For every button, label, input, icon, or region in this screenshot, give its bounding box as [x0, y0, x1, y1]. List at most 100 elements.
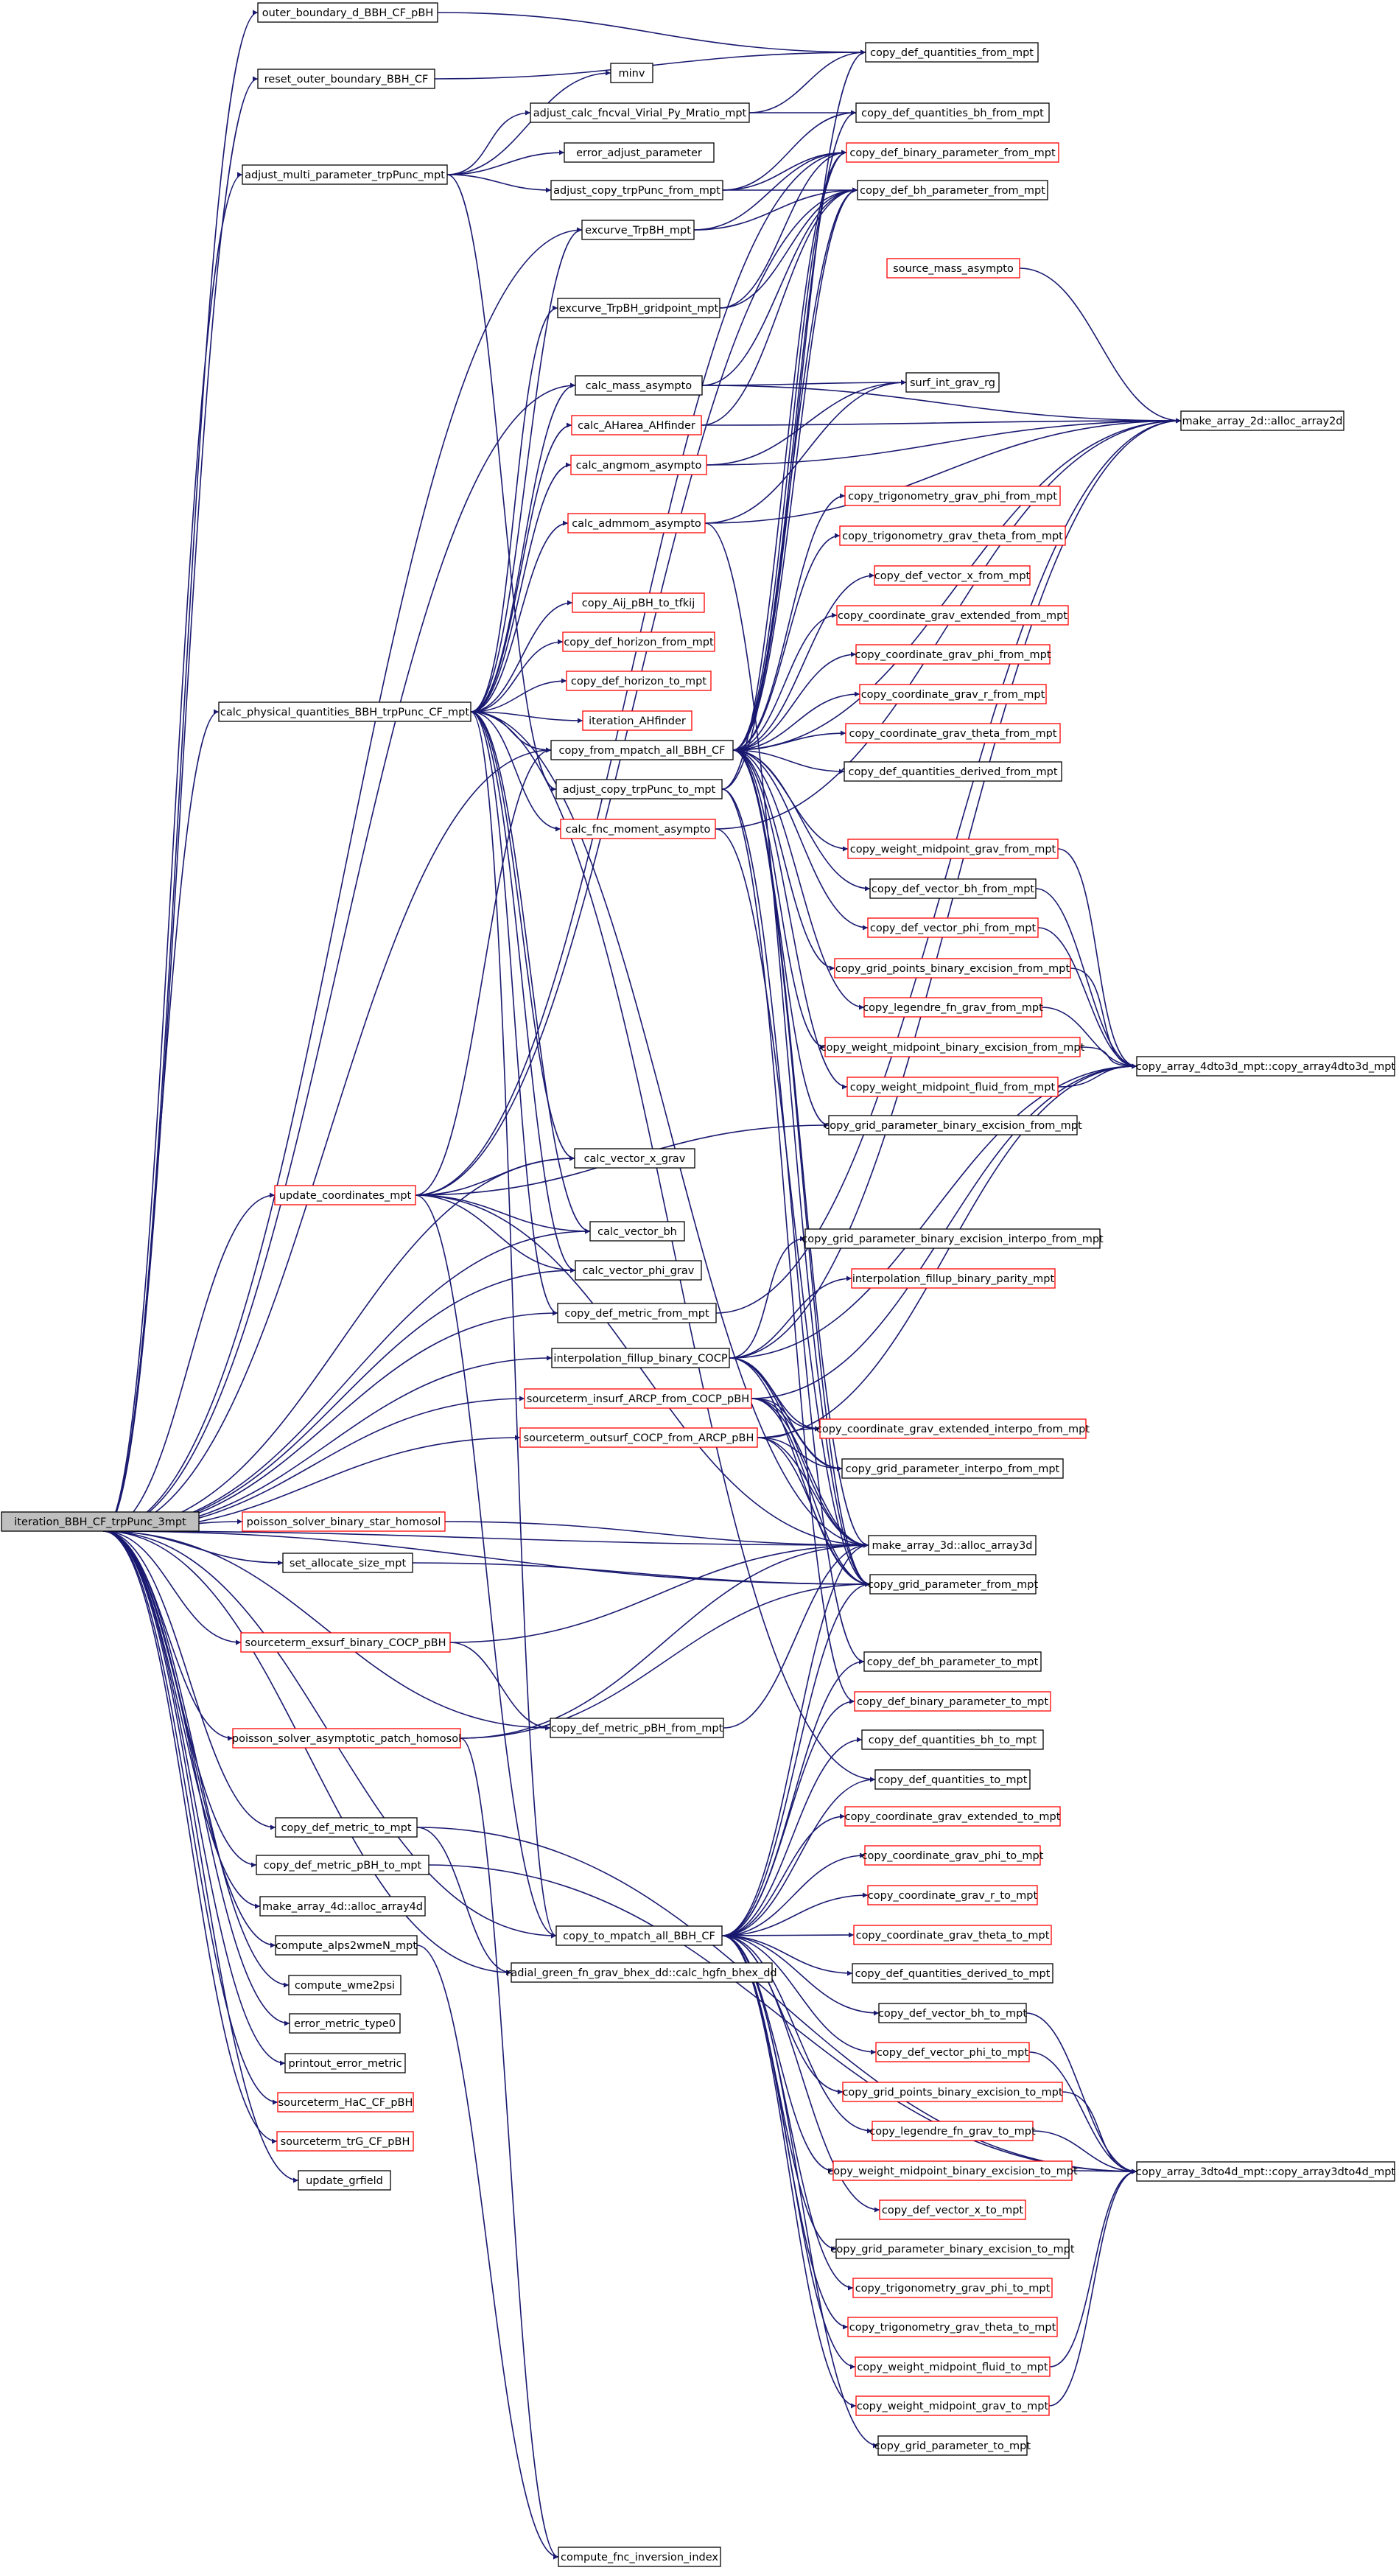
- node-cvpg[interactable]: calc_vector_phi_grav: [575, 1260, 702, 1281]
- node-eap[interactable]: error_adjust_parameter: [564, 142, 715, 163]
- node-etbg[interactable]: excurve_TrpBH_gridpoint_mpt: [557, 298, 720, 318]
- node-ca2w[interactable]: compute_alps2wmeN_mpt: [275, 1935, 418, 1956]
- node-ca34[interactable]: copy_array_3dto4d_mpt::copy_array3dto4d_…: [1136, 2161, 1395, 2182]
- node-root[interactable]: iteration_BBH_CF_trpPunc_3mpt: [1, 1511, 200, 1532]
- node-cdmt[interactable]: copy_def_metric_to_mpt: [275, 1817, 418, 1838]
- node-cdvpf[interactable]: copy_def_vector_phi_from_mpt: [867, 917, 1039, 938]
- node-minv[interactable]: minv: [610, 63, 653, 83]
- node-cadm[interactable]: calc_admmom_asympto: [567, 513, 706, 533]
- node-psbs[interactable]: poisson_solver_binary_star_homosol: [242, 1511, 446, 1532]
- node-cvbh[interactable]: calc_vector_bh: [589, 1221, 685, 1242]
- node-clgt[interactable]: copy_legendre_fn_grav_to_mpt: [869, 2121, 1036, 2141]
- node-ucm[interactable]: update_coordinates_mpt: [274, 1185, 416, 1205]
- node-cdbhf[interactable]: copy_def_bh_parameter_from_mpt: [857, 180, 1048, 200]
- node-amp[interactable]: adjust_multi_parameter_trpPunc_mpt: [242, 164, 448, 185]
- node-cfii[interactable]: compute_fnc_inversion_index: [558, 2547, 721, 2567]
- node-itah[interactable]: iteration_AHfinder: [582, 710, 693, 731]
- node-cdbht[interactable]: copy_def_bh_parameter_to_mpt: [863, 1651, 1042, 1672]
- node-ccget[interactable]: copy_coordinate_grav_extended_to_mpt: [844, 1806, 1061, 1827]
- node-ifbc[interactable]: interpolation_fillup_binary_COCP: [551, 1348, 730, 1368]
- node-cdmpbf[interactable]: copy_def_metric_pBH_from_mpt: [550, 1718, 724, 1738]
- node-siar[interactable]: sourceterm_insurf_ARCP_from_COCP_pBH: [524, 1388, 752, 1409]
- node-ccgtt[interactable]: copy_coordinate_grav_theta_to_mpt: [853, 1925, 1052, 1945]
- node-ma2d[interactable]: make_array_2d::alloc_array2d: [1180, 410, 1344, 431]
- node-ctmp[interactable]: copy_to_mpatch_all_BBH_CF: [555, 1925, 723, 1946]
- node-cma[interactable]: calc_mass_asympto: [575, 375, 703, 396]
- node-sthac[interactable]: sourceterm_HaC_CF_pBH: [277, 2092, 414, 2113]
- node-ifbp[interactable]: interpolation_fillup_binary_parity_mpt: [851, 1268, 1056, 1289]
- node-cwmbf[interactable]: copy_weight_midpoint_binary_excision_fro…: [821, 1037, 1085, 1057]
- node-etbh[interactable]: excurve_TrpBH_mpt: [581, 220, 695, 240]
- node-actt[interactable]: adjust_copy_trpPunc_to_mpt: [555, 779, 723, 799]
- node-caa[interactable]: calc_angmom_asympto: [570, 455, 707, 475]
- node-cdqt[interactable]: copy_def_quantities_to_mpt: [874, 1769, 1031, 1790]
- node-sttrg[interactable]: sourceterm_trG_CF_pBH: [276, 2131, 414, 2152]
- node-ctgtf[interactable]: copy_trigonometry_grav_theta_from_mpt: [839, 525, 1066, 546]
- node-cdqdt[interactable]: copy_def_quantities_derived_to_mpt: [852, 1963, 1053, 1984]
- node-cdqdf[interactable]: copy_def_quantities_derived_from_mpt: [844, 761, 1062, 782]
- node-cgpbet[interactable]: copy_grid_parameter_binary_excision_to_m…: [830, 2239, 1075, 2259]
- node-ccgpt[interactable]: copy_coordinate_grav_phi_to_mpt: [862, 1845, 1044, 1866]
- node-ccgpf[interactable]: copy_coordinate_grav_phi_from_mpt: [855, 644, 1051, 665]
- node-rob[interactable]: reset_outer_boundary_BBH_CF: [257, 69, 435, 89]
- node-cgpbt[interactable]: copy_grid_points_binary_excision_to_mpt: [842, 2082, 1063, 2102]
- node-cgpt[interactable]: copy_grid_parameter_to_mpt: [874, 2435, 1031, 2456]
- node-ma3d[interactable]: make_array_3d::alloc_array3d: [868, 1535, 1037, 1555]
- node-cdbpt[interactable]: copy_def_binary_parameter_to_mpt: [854, 1691, 1051, 1712]
- node-caij[interactable]: copy_Aij_pBH_to_tfkij: [572, 592, 705, 613]
- node-ma4d[interactable]: make_array_4d::alloc_array4d: [259, 1896, 426, 1917]
- node-cwmff[interactable]: copy_weight_midpoint_fluid_from_mpt: [846, 1077, 1059, 1097]
- node-ccgrt[interactable]: copy_coordinate_grav_r_to_mpt: [867, 1885, 1038, 1905]
- node-cdqbt[interactable]: copy_def_quantities_bh_to_mpt: [861, 1729, 1044, 1750]
- node-soca[interactable]: sourceterm_outsurf_COCP_from_ARCP_pBH: [519, 1427, 758, 1448]
- node-cwmbt[interactable]: copy_weight_midpoint_binary_excision_to_…: [827, 2160, 1078, 2181]
- node-cdhf[interactable]: copy_def_horizon_from_mpt: [562, 631, 715, 652]
- node-prem[interactable]: printout_error_metric: [284, 2053, 406, 2073]
- node-ctgtt[interactable]: copy_trigonometry_grav_theta_to_mpt: [847, 2317, 1058, 2337]
- node-ccgef[interactable]: copy_coordinate_grav_extended_from_mpt: [836, 605, 1069, 626]
- node-cdmpbt[interactable]: copy_def_metric_pBH_to_mpt: [256, 1855, 429, 1875]
- node-cdvbf[interactable]: copy_def_vector_bh_from_mpt: [869, 878, 1037, 899]
- node-cdbpf[interactable]: copy_def_binary_parameter_from_mpt: [846, 142, 1059, 163]
- node-ctgpf[interactable]: copy_trigonometry_grav_phi_from_mpt: [844, 486, 1061, 506]
- node-ugf[interactable]: update_grfield: [298, 2170, 391, 2191]
- node-sasm[interactable]: set_allocate_size_mpt: [282, 1553, 413, 1573]
- node-cfmp[interactable]: copy_from_mpatch_all_BBH_CF: [550, 740, 734, 760]
- node-cpq[interactable]: calc_physical_quantities_BBH_trpPunc_CF_…: [218, 701, 471, 722]
- node-obd[interactable]: outer_boundary_d_BBH_CF_pBH: [257, 2, 438, 23]
- node-cdvxt[interactable]: copy_def_vector_x_to_mpt: [879, 2199, 1026, 2220]
- node-cdvxf[interactable]: copy_def_vector_x_from_mpt: [874, 565, 1031, 586]
- node-emt0[interactable]: error_metric_type0: [289, 2013, 401, 2034]
- node-ca43[interactable]: copy_array_4dto3d_mpt::copy_array4dto3d_…: [1136, 1056, 1395, 1077]
- node-cdvpt[interactable]: copy_def_vector_phi_to_mpt: [875, 2042, 1030, 2062]
- node-cgpif[interactable]: copy_grid_parameter_interpo_from_mpt: [841, 1458, 1064, 1479]
- node-cvxg[interactable]: calc_vector_x_grav: [574, 1148, 695, 1169]
- node-actp[interactable]: adjust_copy_trpPunc_from_mpt: [550, 180, 723, 200]
- node-cdqf[interactable]: copy_def_quantities_from_mpt: [865, 42, 1039, 63]
- node-ccgtf[interactable]: copy_coordinate_grav_theta_from_mpt: [845, 723, 1061, 743]
- node-cdqbf[interactable]: copy_def_quantities_bh_from_mpt: [855, 102, 1050, 123]
- node-cgpbef[interactable]: copy_grid_parameter_binary_excision_from…: [824, 1115, 1082, 1135]
- node-caha[interactable]: calc_AHarea_AHfinder: [571, 415, 702, 435]
- node-ccgeif[interactable]: copy_coordinate_grav_extended_interpo_fr…: [816, 1418, 1090, 1439]
- node-cgpf[interactable]: copy_grid_parameter_from_mpt: [868, 1574, 1039, 1595]
- node-sexb[interactable]: sourceterm_exsurf_binary_COCP_pBH: [240, 1632, 451, 1653]
- node-cdmf[interactable]: copy_def_metric_from_mpt: [557, 1303, 717, 1323]
- node-acfv[interactable]: adjust_calc_fncval_Virial_Py_Mratio_mpt: [530, 102, 750, 123]
- node-cdht[interactable]: copy_def_horizon_to_mpt: [566, 671, 712, 691]
- node-psap[interactable]: poisson_solver_asymptotic_patch_homosol: [232, 1728, 461, 1749]
- node-ctgpt[interactable]: copy_trigonometry_grav_phi_to_mpt: [852, 2278, 1053, 2298]
- node-cgpbif[interactable]: copy_grid_parameter_binary_excision_inte…: [802, 1228, 1104, 1249]
- node-sma[interactable]: source_mass_asympto: [886, 258, 1020, 279]
- node-cwmgf[interactable]: copy_weight_midpoint_grav_from_mpt: [847, 839, 1059, 859]
- node-cw2p[interactable]: compute_wme2psi: [288, 1975, 402, 1995]
- node-cwmft[interactable]: copy_weight_midpoint_fluid_to_mpt: [855, 2356, 1051, 2377]
- node-cgpbf[interactable]: copy_grid_points_binary_excision_from_mp…: [834, 958, 1071, 979]
- node-sigr[interactable]: surf_int_grav_rg: [905, 372, 1000, 393]
- node-clgf[interactable]: copy_legendre_fn_grav_from_mpt: [863, 997, 1043, 1018]
- node-ccgrf[interactable]: copy_coordinate_grav_r_from_mpt: [859, 684, 1047, 704]
- node-rgfn[interactable]: radial_green_fn_grav_bhex_dd::calc_hgfn_…: [506, 1962, 777, 1983]
- node-cdvbt[interactable]: copy_def_vector_bh_to_mpt: [878, 2003, 1027, 2023]
- node-cfma[interactable]: calc_fnc_moment_asympto: [560, 819, 716, 839]
- node-cwmgt[interactable]: copy_weight_midpoint_grav_to_mpt: [855, 2395, 1050, 2416]
